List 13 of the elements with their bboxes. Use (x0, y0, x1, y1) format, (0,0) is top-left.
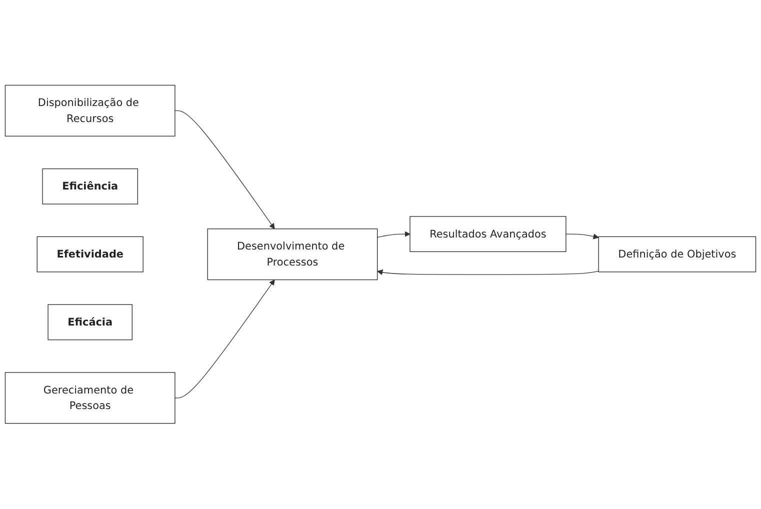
node-box: Desenvolvimento de Processos (207, 228, 378, 280)
arrow (377, 270, 599, 276)
node-box: Efetividade (36, 236, 144, 272)
node-box: Eficácia (48, 304, 132, 340)
arrow (377, 231, 410, 238)
arrow (566, 234, 599, 240)
arrow (174, 280, 275, 398)
arrow (174, 110, 275, 230)
node-box: Gereciamento de Pessoas (4, 372, 176, 424)
node-box: Resultados Avançados (410, 216, 566, 252)
node-box: Eficiência (42, 168, 138, 205)
node-box: Disponibilização de Recursos (4, 85, 176, 137)
node-box: Definição de Objetivos (598, 236, 756, 272)
